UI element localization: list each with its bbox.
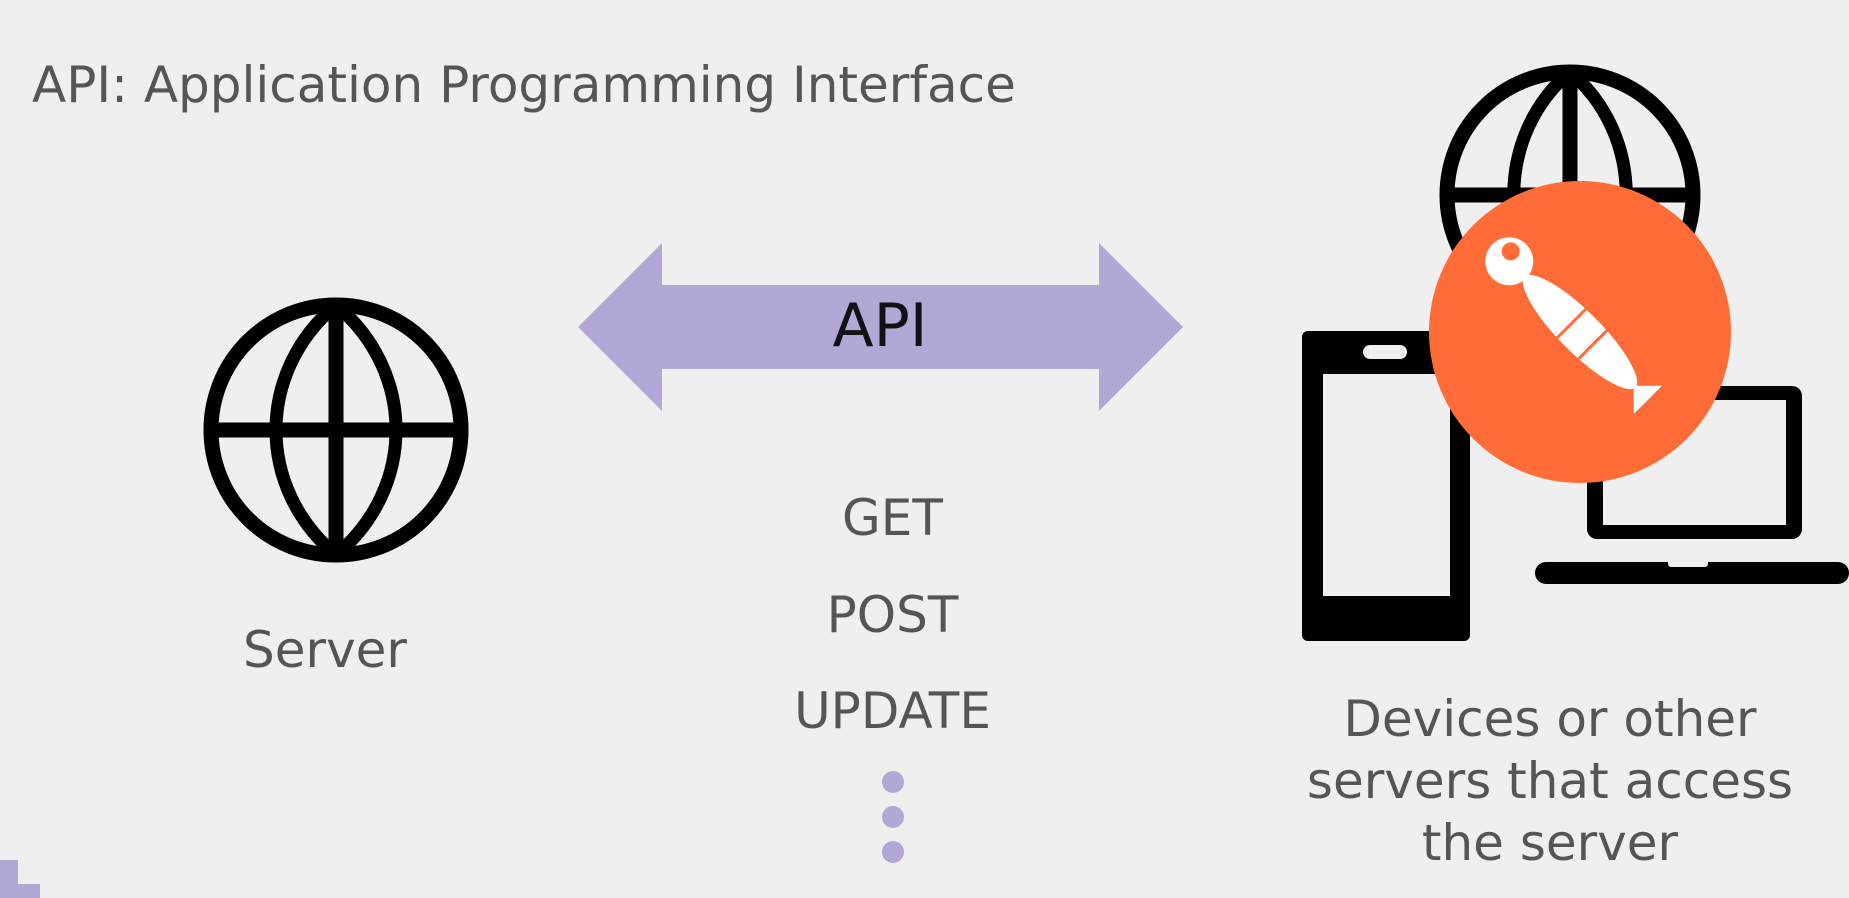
corner-decoration-icon [0, 860, 40, 898]
devices-icon [1302, 64, 1849, 641]
postman-logo [1429, 181, 1731, 483]
vertical-ellipsis-icon [882, 771, 904, 863]
phone-icon [1302, 331, 1470, 641]
double-arrow-icon [578, 243, 1183, 411]
api-label: API [832, 291, 928, 361]
method-update: UPDATE [794, 682, 991, 740]
slide-title: API: Application Programming Interface [32, 56, 1016, 114]
server-label: Server [243, 621, 407, 679]
method-get: GET [842, 489, 943, 547]
server-globe-icon [203, 297, 469, 563]
method-post: POST [826, 586, 959, 644]
devices-label: Devices or other servers that access the… [1306, 690, 1794, 872]
